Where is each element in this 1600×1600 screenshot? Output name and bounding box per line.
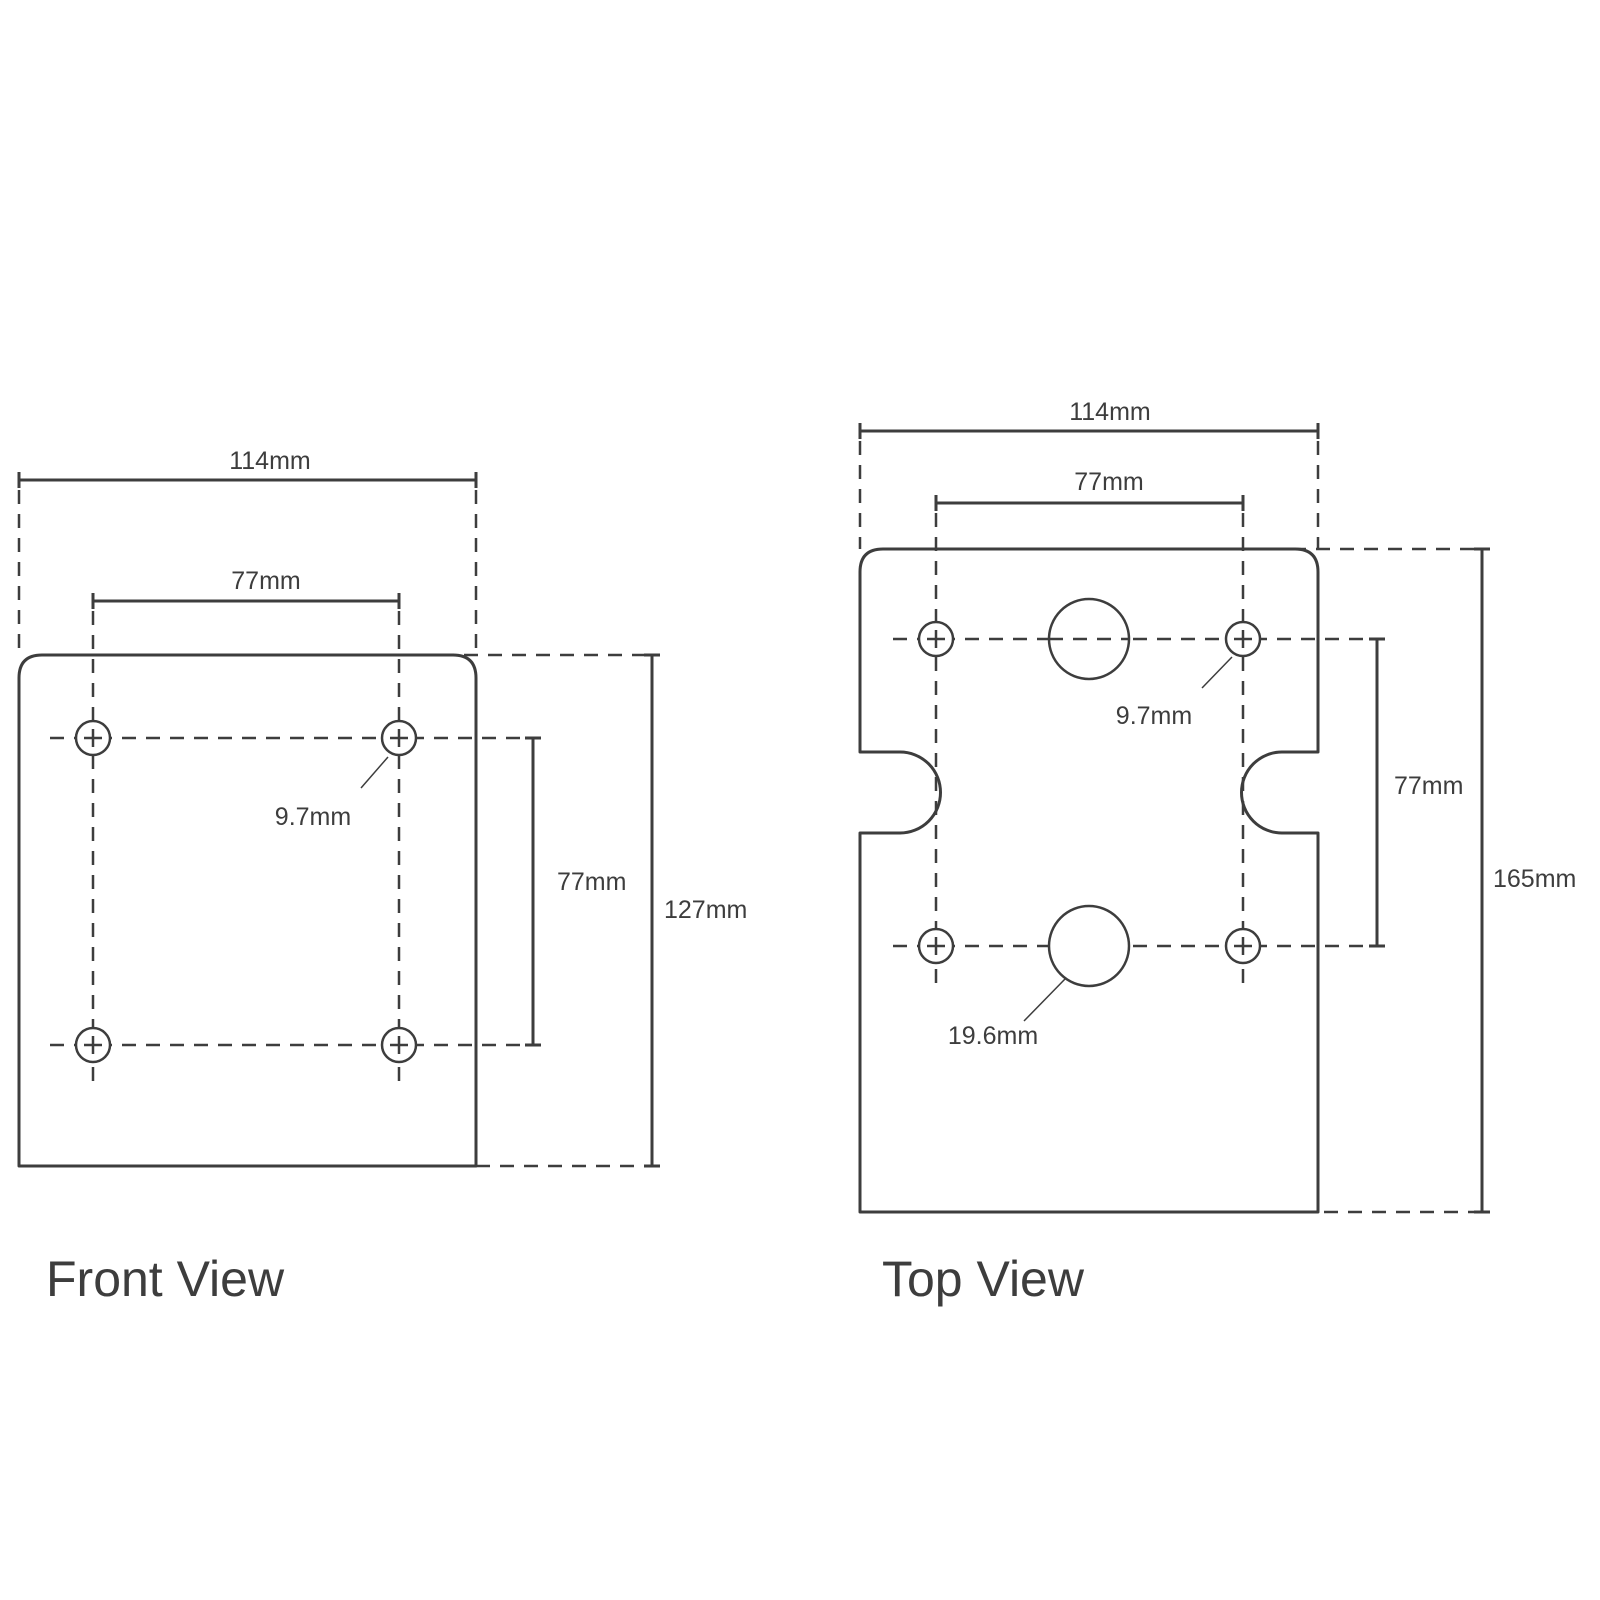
front-view-title: Front View bbox=[46, 1251, 285, 1307]
top-hole-bottom-left bbox=[917, 927, 955, 965]
top-width-label: 114mm bbox=[1069, 398, 1151, 426]
top-large-hole-label: 19.6mm bbox=[948, 1022, 1038, 1050]
front-hole-spacing-v-label: 77mm bbox=[557, 868, 626, 896]
top-view-title: Top View bbox=[882, 1251, 1085, 1307]
top-large-hole-lower bbox=[1047, 904, 1131, 988]
front-hole-top-left bbox=[74, 719, 112, 757]
top-view: 114mm 77mm bbox=[858, 398, 1576, 1307]
front-view: 114mm 77mm bbox=[17, 447, 747, 1307]
front-hole-diameter-leader bbox=[360, 756, 389, 789]
top-hole-diameter-leader bbox=[1201, 656, 1233, 689]
front-hole-bottom-right bbox=[380, 1026, 418, 1064]
front-hole-bottom-left bbox=[74, 1026, 112, 1064]
top-large-hole-leader bbox=[1023, 978, 1066, 1022]
top-hole-top-right bbox=[1224, 620, 1262, 658]
front-hole-diameter-label: 9.7mm bbox=[275, 803, 351, 831]
top-hole-top-left bbox=[917, 620, 955, 658]
front-hole-top-right bbox=[380, 719, 418, 757]
top-hole-spacing-h-label: 77mm bbox=[1074, 468, 1143, 496]
top-hole-bottom-right bbox=[1224, 927, 1262, 965]
front-height-label: 127mm bbox=[664, 896, 747, 924]
top-hole-spacing-v-label: 77mm bbox=[1394, 772, 1463, 800]
top-height-label: 165mm bbox=[1493, 865, 1576, 893]
front-width-label: 114mm bbox=[229, 447, 311, 475]
front-hole-spacing-h-label: 77mm bbox=[231, 567, 300, 595]
top-hole-diameter-label: 9.7mm bbox=[1116, 702, 1192, 730]
